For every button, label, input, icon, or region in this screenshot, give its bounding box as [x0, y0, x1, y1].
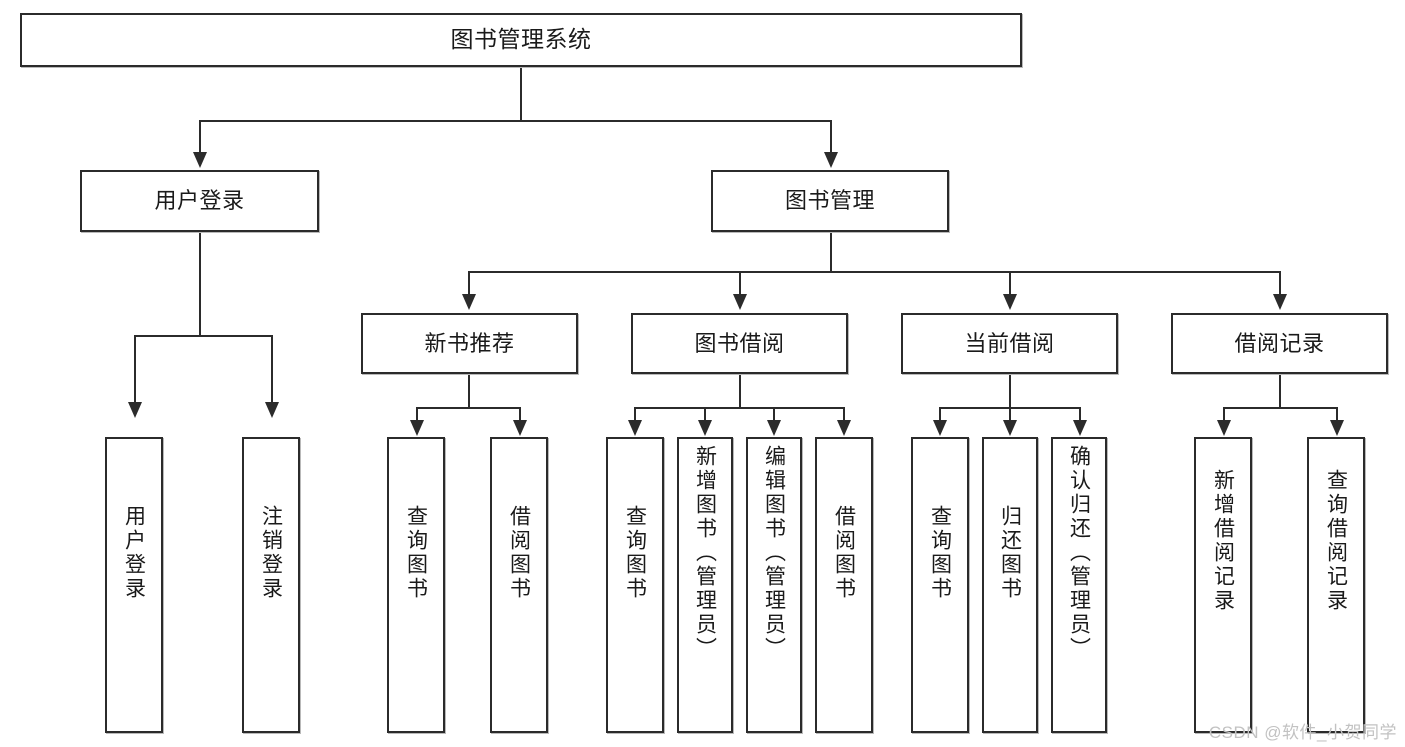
arrow-leaf-add-book: [698, 420, 712, 436]
connector-book-borrow-bus: [634, 407, 844, 409]
arrow-leaf-edit-book: [767, 420, 781, 436]
arrow-leaf-query-book-2: [628, 420, 642, 436]
node-root-book-management-system[interactable]: 图书管理系统: [20, 13, 1022, 67]
connector-book-manage-stem: [830, 232, 832, 271]
arrow-to-new-book-recommend: [462, 294, 476, 310]
connector-to-new-book: [468, 271, 470, 295]
connector-book-borrow-leaf3: [773, 407, 775, 421]
connector-book-borrow-leaf2: [704, 407, 706, 421]
node-label: 当前借阅: [964, 330, 1055, 356]
arrow-leaf-query-book-1: [410, 420, 424, 436]
connector-new-book-bus: [416, 407, 521, 409]
arrow-leaf-borrow-book-1: [513, 420, 527, 436]
connector-user-login-bus: [134, 335, 271, 337]
node-leaf-edit-book[interactable]: 编辑图书（管理员）: [746, 437, 802, 733]
connector-borrow-record-bus: [1223, 407, 1337, 409]
connector-new-book-stem: [468, 374, 470, 407]
node-leaf-add-record[interactable]: 新增借阅记录: [1194, 437, 1252, 733]
node-label: 图书管理系统: [450, 26, 592, 53]
arrow-to-book-manage: [824, 152, 838, 168]
arrow-to-borrow-record: [1273, 294, 1287, 310]
connector-current-borrow-leaf1: [939, 407, 941, 421]
arrow-leaf-user-login: [128, 402, 142, 418]
node-label: 用户登录: [122, 505, 146, 601]
node-leaf-add-book[interactable]: 新增图书（管理员）: [677, 437, 733, 733]
connector-book-borrow-stem: [739, 374, 741, 407]
node-label: 借阅记录: [1234, 330, 1325, 356]
connector-borrow-record-leaf2: [1336, 407, 1338, 421]
connector-to-borrow-record: [1279, 271, 1281, 295]
node-label: 用户登录: [154, 188, 245, 214]
node-leaf-return-book[interactable]: 归还图书: [982, 437, 1038, 733]
connector-user-login-leaf1: [134, 335, 136, 403]
connector-new-book-leaf2: [519, 407, 521, 421]
node-current-borrow[interactable]: 当前借阅: [901, 313, 1118, 374]
connector-to-book-manage: [830, 120, 832, 153]
connector-new-book-leaf1: [416, 407, 418, 421]
arrow-leaf-query-record: [1330, 420, 1344, 436]
node-book-borrow[interactable]: 图书借阅: [631, 313, 848, 374]
node-label: 新增图书（管理员）: [693, 445, 717, 661]
node-leaf-borrow-book-1[interactable]: 借阅图书: [490, 437, 548, 733]
arrow-leaf-return-book: [1003, 420, 1017, 436]
csdn-watermark: CSDN @软件_小贺同学: [1208, 723, 1397, 742]
arrow-leaf-logout-login: [265, 402, 279, 418]
connector-book-borrow-leaf4: [843, 407, 845, 421]
node-label: 查询借阅记录: [1324, 469, 1348, 613]
arrow-to-book-borrow: [733, 294, 747, 310]
connector-current-borrow-stem: [1009, 374, 1011, 407]
node-leaf-borrow-book-2[interactable]: 借阅图书: [815, 437, 873, 733]
connector-current-borrow-leaf3: [1079, 407, 1081, 421]
connector-root-stem: [520, 67, 522, 120]
node-label: 借阅图书: [832, 505, 856, 601]
node-label: 借阅图书: [507, 505, 531, 601]
node-label: 归还图书: [998, 505, 1022, 601]
node-label: 查询图书: [404, 505, 428, 601]
arrow-leaf-confirm-return: [1073, 420, 1087, 436]
node-label: 图书管理: [784, 188, 875, 214]
arrow-to-current-borrow: [1003, 294, 1017, 310]
node-label: 确认归还（管理员）: [1067, 445, 1091, 661]
node-label: 查询图书: [928, 505, 952, 601]
connector-to-book-borrow: [739, 271, 741, 295]
connector-user-login-leaf2: [271, 335, 273, 403]
node-leaf-user-login[interactable]: 用户登录: [105, 437, 163, 733]
connector-borrow-record-stem: [1279, 374, 1281, 407]
node-borrow-record[interactable]: 借阅记录: [1171, 313, 1388, 374]
arrow-to-user-login: [193, 152, 207, 168]
node-leaf-confirm-return[interactable]: 确认归还（管理员）: [1051, 437, 1107, 733]
arrow-leaf-add-record: [1217, 420, 1231, 436]
node-label: 新增借阅记录: [1211, 469, 1235, 613]
node-label: 图书借阅: [694, 330, 785, 356]
node-user-login[interactable]: 用户登录: [80, 170, 319, 232]
node-book-manage[interactable]: 图书管理: [711, 170, 949, 232]
connector-to-current-borrow: [1009, 271, 1011, 295]
connector-root-bus: [199, 120, 832, 122]
node-leaf-query-book-2[interactable]: 查询图书: [606, 437, 664, 733]
node-label: 新书推荐: [424, 330, 515, 356]
node-label: 注销登录: [259, 505, 283, 601]
node-label: 查询图书: [623, 505, 647, 601]
node-label: 编辑图书（管理员）: [762, 445, 786, 661]
connector-to-user-login: [199, 120, 201, 153]
node-new-book-recommend[interactable]: 新书推荐: [361, 313, 578, 374]
connector-book-borrow-leaf1: [634, 407, 636, 421]
node-leaf-query-book-3[interactable]: 查询图书: [911, 437, 969, 733]
connector-user-login-stem: [199, 232, 201, 335]
node-leaf-query-book-1[interactable]: 查询图书: [387, 437, 445, 733]
connector-current-borrow-leaf2: [1009, 407, 1011, 421]
node-leaf-logout-login[interactable]: 注销登录: [242, 437, 300, 733]
arrow-leaf-query-book-3: [933, 420, 947, 436]
node-leaf-query-record[interactable]: 查询借阅记录: [1307, 437, 1365, 733]
arrow-leaf-borrow-book-2: [837, 420, 851, 436]
connector-borrow-record-leaf1: [1223, 407, 1225, 421]
connector-book-manage-bus: [468, 271, 1280, 273]
